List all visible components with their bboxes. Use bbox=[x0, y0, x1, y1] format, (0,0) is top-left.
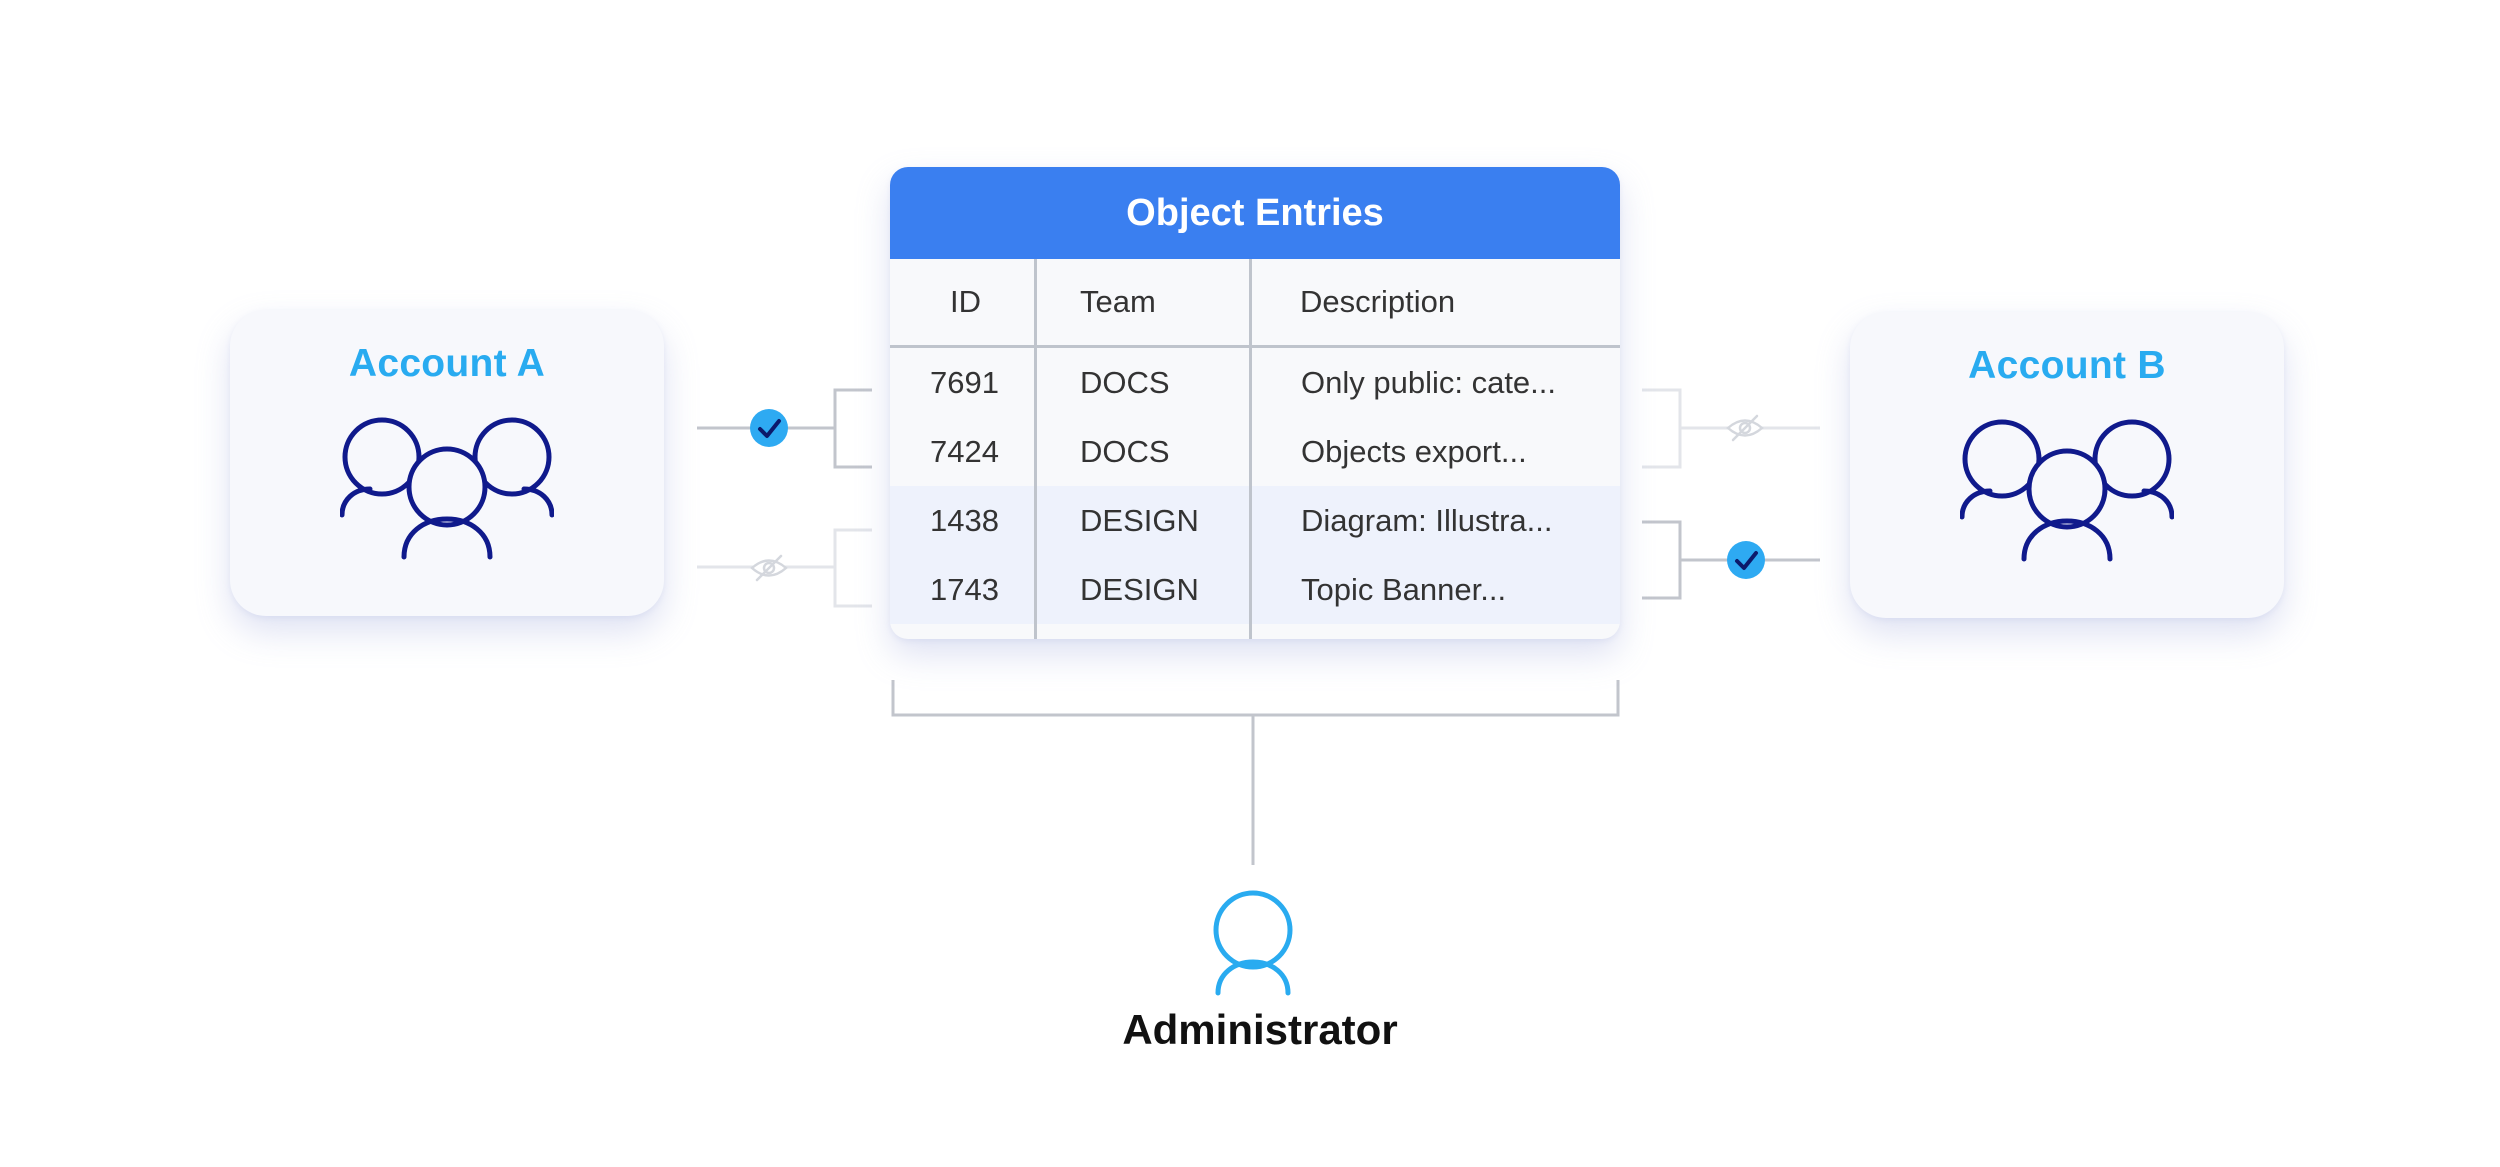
cell-description: Objects export... bbox=[1301, 434, 1527, 469]
cell-team: DESIGN bbox=[1080, 503, 1199, 538]
eye-slash-icon bbox=[1726, 414, 1764, 442]
cell-team: DOCS bbox=[1080, 434, 1170, 469]
cell-id: 7424 bbox=[930, 434, 999, 469]
user-icon bbox=[1213, 890, 1293, 996]
account-b-title: Account B bbox=[1968, 344, 2166, 387]
account-a-card: Account A bbox=[230, 310, 664, 616]
object-entries-table: Object Entries ID Team Description 7691 … bbox=[890, 167, 1620, 639]
check-badge-icon bbox=[1727, 541, 1765, 579]
column-header-description: Description bbox=[1300, 284, 1456, 319]
column-divider bbox=[1249, 259, 1252, 639]
connector-admin bbox=[891, 680, 1620, 865]
table-column-headers: ID Team Description bbox=[890, 259, 1620, 348]
cell-id: 7691 bbox=[930, 365, 999, 400]
cell-description: Topic Banner... bbox=[1301, 572, 1507, 607]
account-b-card: Account B bbox=[1850, 312, 2284, 618]
group-icon bbox=[1960, 419, 2174, 562]
cell-id: 1438 bbox=[930, 503, 999, 538]
table-row: 1438 DESIGN Diagram: Illustra... bbox=[890, 486, 1620, 555]
column-header-id: ID bbox=[950, 284, 981, 319]
column-divider bbox=[1034, 259, 1037, 639]
cell-description: Only public: cate... bbox=[1301, 365, 1557, 400]
cell-id: 1743 bbox=[930, 572, 999, 607]
check-badge-icon bbox=[750, 409, 788, 447]
table-title: Object Entries bbox=[890, 167, 1620, 259]
account-a-title: Account A bbox=[348, 342, 546, 385]
cell-team: DOCS bbox=[1080, 365, 1170, 400]
table-row: 7691 DOCS Only public: cate... bbox=[890, 348, 1620, 417]
cell-description: Diagram: Illustra... bbox=[1301, 503, 1553, 538]
eye-slash-icon bbox=[750, 554, 788, 582]
table-row: 7424 DOCS Objects export... bbox=[890, 417, 1620, 486]
group-icon bbox=[340, 417, 554, 560]
column-header-team: Team bbox=[1080, 284, 1156, 319]
cell-team: DESIGN bbox=[1080, 572, 1199, 607]
table-row: 1743 DESIGN Topic Banner... bbox=[890, 555, 1620, 624]
table-body: 7691 DOCS Only public: cate... 7424 DOCS… bbox=[890, 348, 1620, 624]
administrator-label: Administrator bbox=[1122, 1006, 1398, 1053]
